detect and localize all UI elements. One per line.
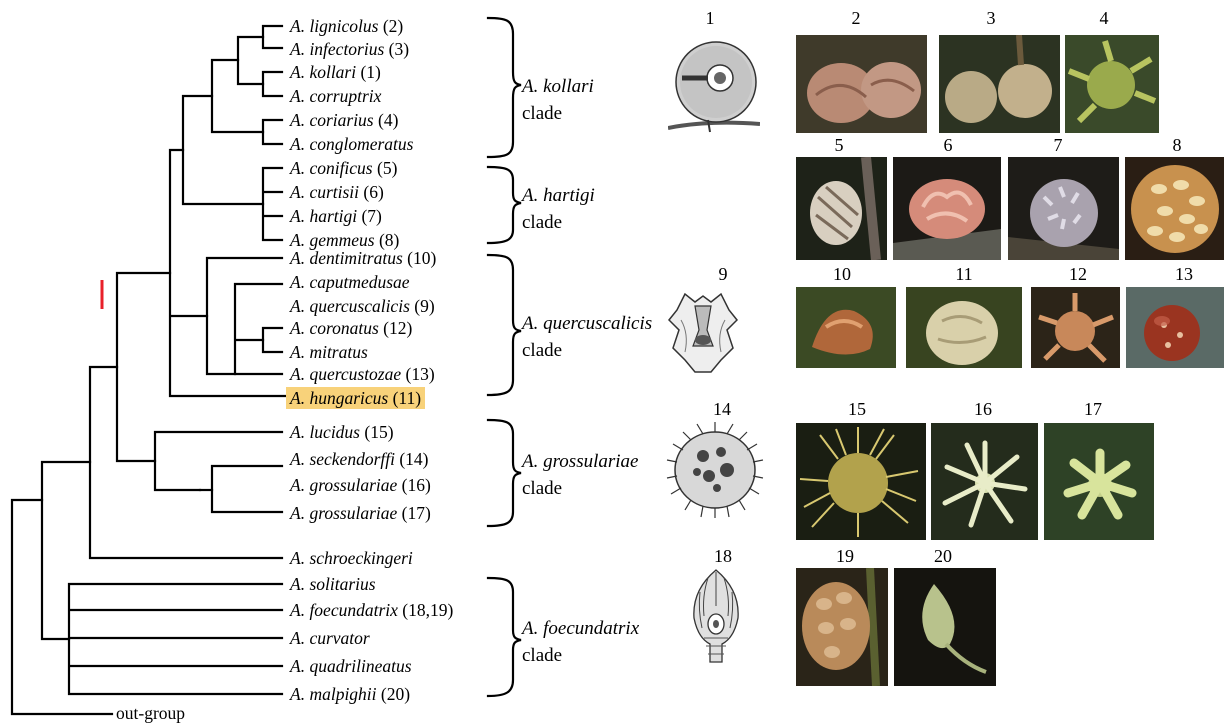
gall-photo-19 [796,568,888,686]
tip-curtisii: A. curtisii (6) [290,181,384,203]
gall-photo-8 [1125,157,1224,260]
tip-kollari: A. kollari (1) [290,61,381,83]
gall-photo-10 [796,287,896,368]
fig-num-14: 14 [702,399,742,419]
tip-quadrilineatus: A. quadrilineatus [290,655,412,677]
gall-photo-12 [1031,287,1120,368]
tip-malpighii: A. malpighii (20) [290,683,410,705]
tip-quercuscalicis: A. quercuscalicis (9) [290,295,435,317]
tip-schroeckingeri: A. schroeckingeri [290,547,413,569]
tip-mitratus: A. mitratus [290,341,368,363]
tip-solitarius: A. solitarius [290,573,376,595]
gall-photo-11 [906,287,1022,368]
gall-photo-15 [796,423,926,540]
gall-photo-6 [893,157,1001,260]
fig-num-18: 18 [703,546,743,566]
gall-drawing-14 [665,420,765,520]
tip-conglomeratus: A. conglomeratus [290,133,413,155]
fig-num-6: 6 [928,135,968,155]
tip-seckendorffi: A. seckendorffi (14) [290,448,429,470]
fig-num-1: 1 [690,8,730,28]
fig-num-9: 9 [703,264,743,284]
tip-foecundatrix: A. foecundatrix (18,19) [290,599,453,621]
gall-photo-7 [1008,157,1119,260]
tip-lignicolus: A. lignicolus (2) [290,15,403,37]
gall-photo-17 [1044,423,1154,540]
gall-photo-3 [939,35,1060,133]
tip-lucidus: A. lucidus (15) [290,421,394,443]
gall-photo-5 [796,157,887,260]
tip-conificus: A. conificus (5) [290,157,397,179]
tip-caputmedusae: A. caputmedusae [290,271,410,293]
fig-num-13: 13 [1164,264,1204,284]
fig-num-3: 3 [971,8,1011,28]
fig-num-4: 4 [1084,8,1124,28]
gall-photo-4 [1065,35,1159,133]
tip-corruptrix: A. corruptrix [290,85,381,107]
fig-num-15: 15 [837,399,877,419]
gall-photo-2 [796,35,927,133]
fig-num-11: 11 [944,264,984,284]
fig-num-16: 16 [963,399,1003,419]
tip-quercustozae: A. quercustozae (13) [290,363,435,385]
tip-grossulariae-16: A. grossulariae (16) [290,474,431,496]
gall-photo-13 [1126,287,1224,368]
tip-coriarius: A. coriarius (4) [290,109,398,131]
tip-hartigi: A. hartigi (7) [290,205,382,227]
fig-num-17: 17 [1073,399,1113,419]
gall-drawing-1 [668,36,760,136]
fig-num-12: 12 [1058,264,1098,284]
fig-num-20: 20 [923,546,963,566]
tip-dentimitratus: A. dentimitratus (10) [290,247,436,269]
gall-photo-20 [894,568,996,686]
fig-num-2: 2 [836,8,876,28]
fig-num-19: 19 [825,546,865,566]
gall-photo-16 [931,423,1038,540]
fig-num-5: 5 [819,135,859,155]
fig-num-7: 7 [1038,135,1078,155]
tip-infectorius: A. infectorius (3) [290,38,409,60]
gall-drawing-9 [667,290,739,376]
tip-grossulariae-17: A. grossulariae (17) [290,502,431,524]
tip-coronatus: A. coronatus (12) [290,317,412,339]
tip-curvator: A. curvator [290,627,370,649]
gall-drawing-18 [688,566,744,664]
outgroup-label: out-group [116,702,185,724]
fig-num-10: 10 [822,264,862,284]
fig-num-8: 8 [1157,135,1197,155]
tip-hungaricus: A. hungaricus (11) [286,387,425,409]
